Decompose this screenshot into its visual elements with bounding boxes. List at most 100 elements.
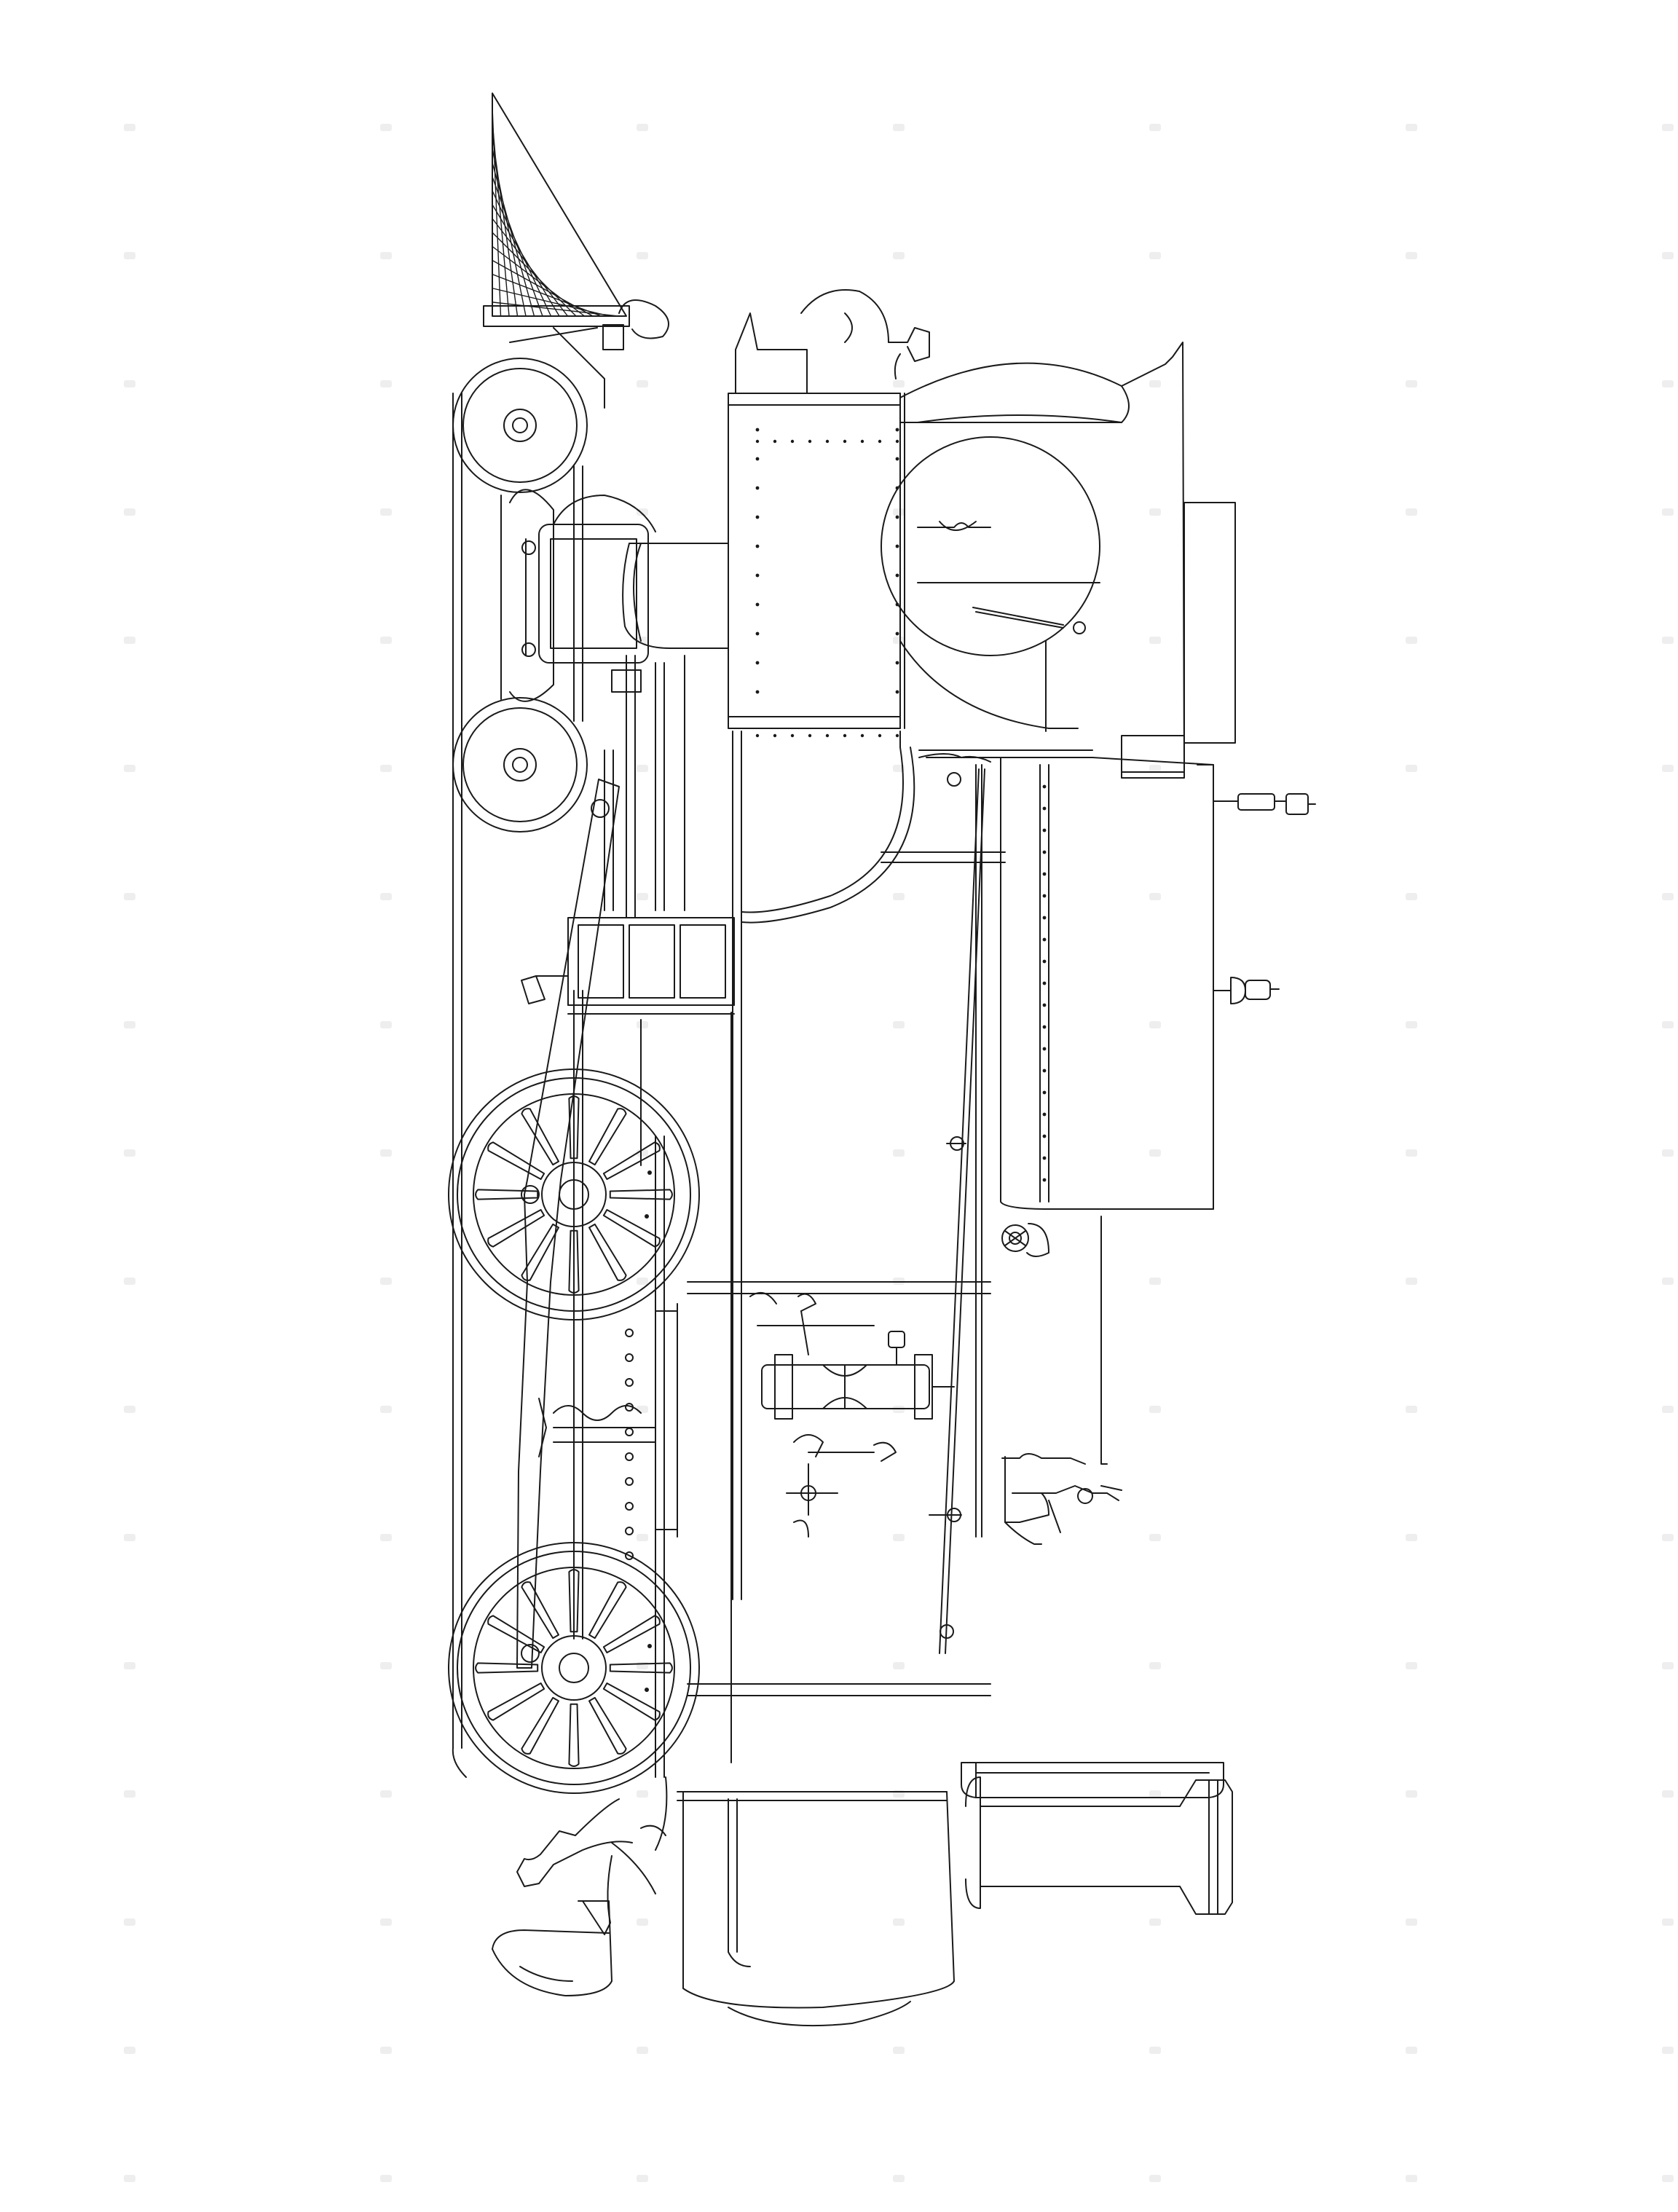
wheel-spoke <box>588 1223 627 1281</box>
cowcatcher-bar <box>492 245 585 317</box>
wheel-spoke <box>609 1189 673 1200</box>
boiler <box>687 731 1093 1696</box>
whistle <box>1213 793 1316 815</box>
watermark-mark <box>1149 1278 1161 1285</box>
watermark-mark <box>1149 508 1161 516</box>
watermark-mark <box>893 1662 905 1669</box>
watermark-mark <box>893 1918 905 1926</box>
valve-hole <box>625 1353 634 1362</box>
wheel-spoke <box>588 1696 627 1755</box>
watermark-mark <box>1149 1790 1161 1798</box>
wheel-rim <box>457 1551 691 1785</box>
cowcatcher-bar <box>492 302 618 317</box>
watermark-mark <box>124 1021 135 1028</box>
wheel-spoke <box>487 1615 545 1653</box>
watermark-mark <box>1406 2047 1417 2054</box>
rivet <box>1042 1047 1047 1051</box>
cab-window <box>961 1762 1224 1798</box>
watermark-mark <box>124 508 135 516</box>
wheel-spoke <box>568 1095 580 1160</box>
valve-hole <box>625 1378 634 1387</box>
watermark-mark <box>124 637 135 644</box>
watermark-mark <box>124 1406 135 1413</box>
wheel-tire <box>448 1542 700 1794</box>
watermark-mark <box>1662 1406 1674 1413</box>
watermark-mark <box>380 252 392 259</box>
watermark-mark <box>637 765 648 772</box>
rivet <box>1042 1003 1047 1007</box>
watermark-mark <box>124 252 135 259</box>
rivet <box>895 661 899 665</box>
watermark-mark <box>1662 252 1674 259</box>
sand-pipe <box>749 1291 897 1538</box>
wheel-spoke <box>568 1229 580 1294</box>
wheel-spoke <box>487 1209 545 1248</box>
rivet <box>895 457 899 461</box>
wheel-spoke <box>568 1703 580 1767</box>
wheel-spoke <box>487 1682 545 1721</box>
watermark-mark <box>124 765 135 772</box>
watermark-mark <box>637 1406 648 1413</box>
watermark-mark <box>637 1534 648 1541</box>
wheel-hub <box>541 1162 607 1227</box>
rivet <box>895 733 899 738</box>
watermark-mark <box>1662 1918 1674 1926</box>
valve-hole <box>625 1329 634 1337</box>
cowcatcher-bar <box>492 232 577 317</box>
wheel-spoke <box>475 1662 539 1674</box>
rivet <box>895 573 899 578</box>
rivet <box>1042 1068 1047 1073</box>
watermark-mark <box>124 380 135 387</box>
cowcatcher <box>483 93 669 350</box>
watermark-mark <box>1662 2175 1674 2182</box>
rivet <box>1042 828 1047 833</box>
rivet <box>755 733 760 738</box>
watermark-mark <box>1662 893 1674 900</box>
wheel-tire <box>448 1068 700 1320</box>
rivet <box>1042 784 1047 789</box>
watermark-mark <box>124 1790 135 1798</box>
rivet <box>895 631 899 636</box>
rivet <box>755 631 760 636</box>
driving-wheel-rear <box>448 1542 700 1794</box>
watermark-mark <box>1662 637 1674 644</box>
wheel-rim-inner <box>473 1567 675 1769</box>
watermark-mark <box>1149 893 1161 900</box>
rivet <box>790 439 795 444</box>
valve-gear <box>538 655 678 1560</box>
wheel-spoke <box>588 1581 627 1640</box>
watermark-mark <box>637 2175 648 2182</box>
rivet <box>895 544 899 548</box>
watermark-mark <box>893 252 905 259</box>
cylinder <box>521 495 656 664</box>
watermark-mark <box>637 893 648 900</box>
watermark-mark <box>1406 1534 1417 1541</box>
rivet <box>755 515 760 519</box>
watermark-mark <box>893 2047 905 2054</box>
watermark-mark <box>1149 1149 1161 1157</box>
rivet <box>755 428 760 432</box>
wheel-bolt <box>645 1688 649 1692</box>
rivet <box>825 439 830 444</box>
watermark-mark <box>380 1149 392 1157</box>
watermark-mark <box>124 2175 135 2182</box>
watermark-mark <box>893 893 905 900</box>
rivet <box>755 439 760 444</box>
watermark-mark <box>124 893 135 900</box>
wheel-spoke <box>521 1108 559 1166</box>
steam-chest <box>622 543 729 649</box>
rivet <box>1042 894 1047 898</box>
wheel-rim <box>457 1077 691 1312</box>
rivet <box>808 439 812 444</box>
cowcatcher-bar <box>492 288 610 317</box>
valve-hole <box>625 1428 634 1436</box>
tender-coupler <box>492 1798 656 1996</box>
sand-dome <box>761 1331 955 1420</box>
rivet <box>1042 1134 1047 1138</box>
watermark-mark <box>893 765 905 772</box>
watermark-mark <box>637 124 648 131</box>
wheel-bolt <box>647 1644 652 1648</box>
rivet <box>755 690 760 694</box>
rivet <box>755 544 760 548</box>
